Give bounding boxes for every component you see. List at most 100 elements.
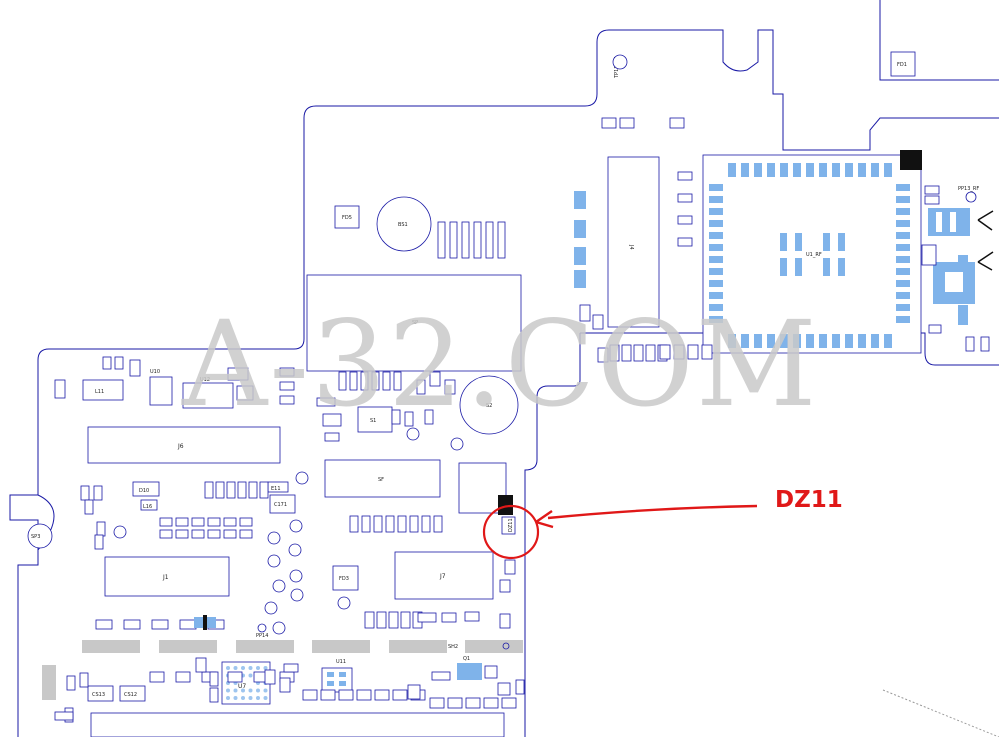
smd-part: [159, 517, 173, 527]
test-point-group: [113, 427, 464, 635]
test-point: [264, 601, 278, 615]
pad-c-j4-1: [574, 191, 586, 209]
arrow-mark-upper: [977, 210, 994, 231]
u7-ball: [248, 688, 253, 693]
smd-part: [356, 689, 372, 701]
smd-part: [361, 515, 371, 533]
rf-pad: [896, 268, 910, 275]
smd-part: [209, 671, 219, 687]
board-outline-right: [580, 332, 999, 366]
smd-part: [501, 697, 517, 709]
smd-part: [980, 336, 990, 352]
smd-part: [316, 397, 336, 407]
smd-part: [54, 379, 66, 399]
rf-pad: [896, 292, 910, 299]
smd-part: [609, 344, 620, 362]
test-point: [288, 543, 302, 557]
smd-part: [338, 689, 354, 701]
pad-c-j4-3: [574, 247, 586, 265]
pad-group-right-d: [958, 305, 968, 325]
pad-dz-bottom-mark: [203, 615, 207, 630]
inductor-l11: [82, 379, 124, 401]
smd-part: [464, 611, 480, 622]
small-component-field: [54, 117, 990, 723]
u7-ball: [241, 696, 245, 700]
u7-ball: [248, 696, 253, 700]
smd-part: [447, 697, 463, 709]
smd-part: [483, 697, 499, 709]
pad-group-right-c: [958, 255, 968, 265]
smd-part: [444, 379, 456, 395]
smd-part: [324, 432, 340, 442]
smd-part: [433, 515, 443, 533]
smd-part: [659, 344, 671, 360]
watermark-text: A-32.COM: [181, 295, 819, 433]
smd-part: [102, 356, 112, 370]
connector-j7-label: J7: [439, 573, 446, 580]
smd-part: [179, 619, 197, 630]
smd-part: [633, 344, 644, 362]
connector-j4: [607, 156, 660, 328]
u11-pad-4: [339, 681, 346, 686]
rf-pad: [896, 280, 910, 287]
smd-part: [223, 517, 237, 527]
smd-part: [279, 395, 295, 405]
pad-gap-a1: [936, 212, 942, 232]
connector-strip-gray: [42, 640, 523, 700]
u7-ball: [233, 666, 238, 670]
rf-pad: [896, 184, 910, 191]
s1-label: S1: [370, 418, 376, 424]
rf-pad: [896, 208, 910, 215]
smd-part: [227, 367, 249, 381]
dz11-marker-corner: [498, 495, 513, 515]
smd-part: [924, 185, 940, 195]
u7-ball: [248, 666, 253, 670]
rf-pad: [858, 334, 866, 348]
rf-pad: [845, 334, 853, 348]
rf-pad: [896, 232, 910, 239]
smd-part: [207, 517, 221, 527]
u11-pad-1: [327, 672, 334, 677]
rf-pad: [709, 316, 723, 323]
smd-part: [601, 117, 617, 129]
smd-part: [677, 215, 693, 225]
q1-label: Q1: [463, 656, 470, 662]
rf-pad: [871, 163, 879, 177]
component-cs12: [119, 685, 146, 702]
connector-j4-label: J4: [628, 244, 634, 250]
pad-group-right-a: [928, 208, 970, 236]
smd-part: [392, 689, 408, 701]
svg-text:U1_RF: U1_RF: [806, 252, 822, 258]
smd-part: [921, 244, 937, 266]
test-point: [272, 579, 286, 593]
rf-pad: [896, 256, 910, 263]
smd-part: [374, 689, 390, 701]
u7-ball: [256, 666, 260, 670]
smd-part: [407, 684, 421, 700]
smd-part: [928, 324, 942, 334]
rf-pad: [845, 163, 853, 177]
d10-label: D10: [139, 488, 149, 494]
smd-part: [227, 671, 243, 683]
rf-pad: [728, 163, 736, 177]
rf-pad: [896, 196, 910, 203]
rf-pad: [780, 334, 788, 348]
smd-part: [209, 687, 219, 703]
chip-u7: U7: [221, 661, 271, 705]
pp14-point: [257, 623, 267, 633]
smd-part: [322, 413, 342, 427]
smd-part: [376, 611, 387, 629]
connector-j1-label: J1: [162, 574, 169, 581]
smd-part: [484, 665, 498, 679]
smd-part: [114, 356, 124, 370]
pad-gap-b: [945, 272, 963, 292]
test-point: [113, 525, 127, 539]
smd-part: [429, 371, 441, 387]
smd-part: [175, 529, 189, 539]
smd-part: [965, 336, 975, 352]
smd-part: [207, 529, 221, 539]
smd-part: [391, 409, 401, 425]
smd-part: [619, 117, 635, 129]
smd-part: [393, 371, 402, 391]
